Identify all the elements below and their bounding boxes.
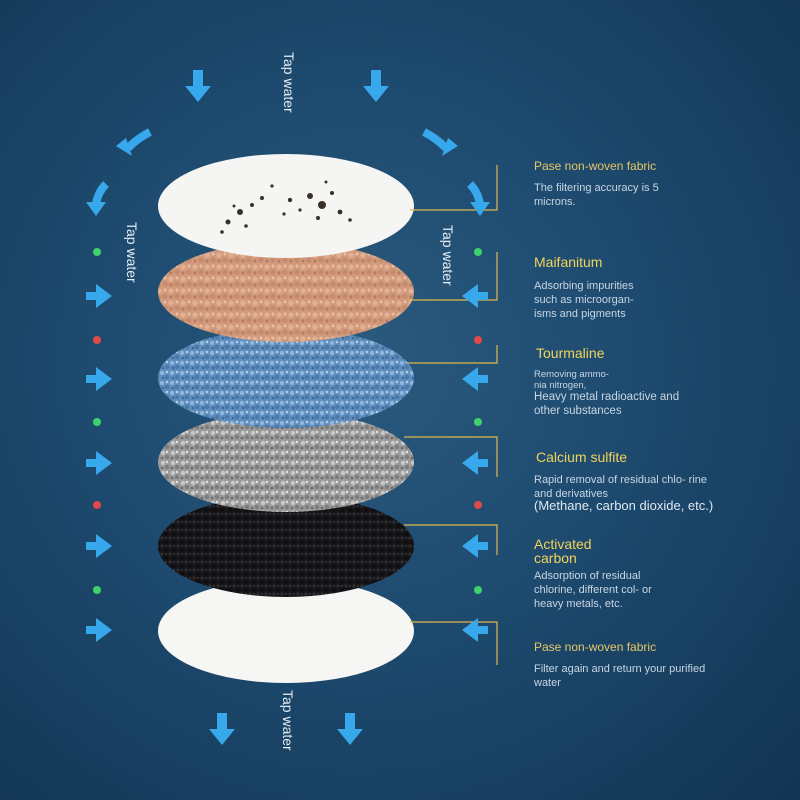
- layer-1-title: Pase non-woven fabric: [534, 159, 657, 173]
- layer-6-description: Filter again and return your purified wa…: [534, 663, 706, 689]
- layer-1-description: The filtering accuracy is 5 microns.: [534, 182, 659, 208]
- disk-tourmaline: [158, 328, 414, 428]
- layer-5-title: Activated carbon: [534, 536, 592, 566]
- disk-fabric-bottom: [158, 579, 414, 683]
- layer-3-title: Tourmaline: [536, 345, 605, 361]
- layer-2-title: Maifanitum: [534, 254, 603, 270]
- leader-lines: [404, 165, 498, 665]
- disk-calcium-sulfite: [158, 412, 414, 512]
- disk-fabric-top: [158, 154, 414, 258]
- layer-4-description-b: (Methane, carbon dioxide, etc.): [534, 498, 714, 513]
- layer-2-description: Adsorbing impurities such as microorgan-…: [534, 280, 634, 320]
- debris-particles: [220, 180, 352, 234]
- tap-water-label-middle: Tap water: [440, 225, 456, 286]
- status-dots: [93, 248, 482, 594]
- tap-water-label-left: Tap water: [124, 222, 140, 283]
- flow-arrows: [86, 70, 490, 745]
- layer-5-description: Adsorption of residual chlorine, differe…: [534, 570, 652, 610]
- layer-3-description-a: Removing ammo- nia nitrogen,: [534, 369, 609, 391]
- layer-4-description-a: Rapid removal of residual chlo- rine and…: [534, 474, 708, 500]
- layer-3-description-b: Heavy metal radioactive and other substa…: [534, 391, 680, 417]
- layer-4-title: Calcium sulfite: [536, 449, 628, 465]
- disk-activated-carbon: [158, 495, 414, 597]
- tap-water-label-bottom: Tap water: [280, 690, 296, 751]
- tap-water-label-top: Tap water: [281, 52, 297, 113]
- layer-6-title: Pase non-woven fabric: [534, 640, 657, 654]
- disk-maifanitum: [158, 242, 414, 342]
